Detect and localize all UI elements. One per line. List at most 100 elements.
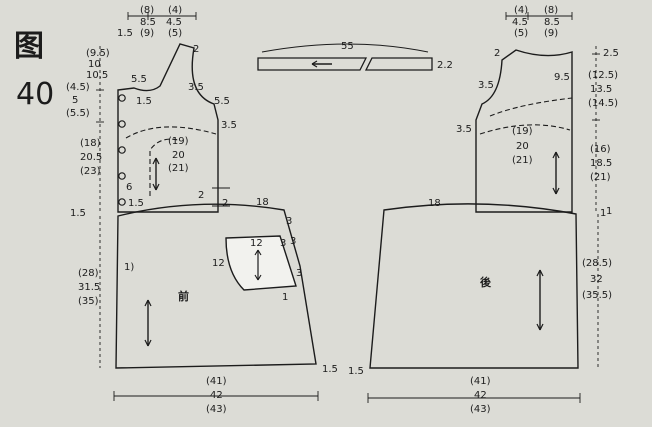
front-armhole-seg: 3.5 <box>188 82 204 93</box>
back-h-low-2: 18.5 <box>590 158 612 169</box>
strap-left-part <box>257 57 368 71</box>
back-shoulder-rise: 2 <box>494 48 500 59</box>
back-h-low-3: (21) <box>590 172 611 183</box>
button-3 <box>118 146 126 154</box>
front-button-offset: 1.5 <box>136 96 152 107</box>
back-inner-w2: 20 <box>516 141 529 152</box>
button-4 <box>118 172 126 180</box>
back-skirt-bottom-offset: 1.5 <box>348 366 364 377</box>
front-skirt-w1: (41) <box>206 376 227 387</box>
pocket-width: 12 <box>250 238 263 249</box>
front-waist-step2: 2 <box>222 198 228 209</box>
front-waist-step: 2 <box>198 190 204 201</box>
front-h-low-1: (18) <box>80 138 101 149</box>
back-skirt-h2: 32 <box>590 274 603 285</box>
pocket-bottom: 1 <box>282 292 288 303</box>
back-top-w6: (9) <box>544 28 558 39</box>
back-skirt <box>367 203 599 403</box>
front-hem-rise: 18 <box>256 197 269 208</box>
front-skirt-label: 前 <box>178 289 189 303</box>
back-top-w4: (8) <box>544 5 558 16</box>
front-skirt-left-offset: 1.5 <box>70 208 86 219</box>
front-inner-w1: (19) <box>168 136 189 147</box>
back-h-top-3: (14.5) <box>588 98 618 109</box>
front-skirt-w3: (43) <box>206 404 227 415</box>
front-top-w6: (5) <box>168 28 182 39</box>
front-side-seg: 3.5 <box>221 120 237 131</box>
front-top-w1: (8) <box>140 5 154 16</box>
front-h-top-1: (9.5) <box>86 48 110 59</box>
front-corner-seg: 3 <box>286 216 292 227</box>
front-left-offset: 1.5 <box>117 28 133 39</box>
back-skirt-outline <box>369 203 579 369</box>
back-top-w1: (4) <box>514 5 528 16</box>
back-skirt-right-offset: 1 <box>606 206 612 217</box>
front-corner-seg2: 3 <box>290 236 296 247</box>
front-h-low-2: 20.5 <box>80 152 102 163</box>
back-inner-w3: (21) <box>512 155 533 166</box>
back-top-w2: 4.5 <box>512 17 528 28</box>
button-1 <box>118 94 126 102</box>
back-skirt-w3: (43) <box>470 404 491 415</box>
strap-width: 2.2 <box>437 60 453 71</box>
back-right-step: 2.5 <box>603 48 619 59</box>
back-skirt-w2: 42 <box>474 390 487 401</box>
button-2 <box>118 120 126 128</box>
front-side-label: 1) <box>124 262 134 273</box>
front-bodice <box>96 12 230 213</box>
front-h-mid-3: (5.5) <box>66 108 90 119</box>
back-inner-w1: (19) <box>512 126 533 137</box>
back-waist-step: 1 <box>600 208 606 219</box>
front-bodice-outline <box>117 43 219 213</box>
back-top-w5: 8.5 <box>544 17 560 28</box>
back-hem-rise: 18 <box>428 198 441 209</box>
back-bodice <box>475 12 600 213</box>
back-h-top-2: 13.5 <box>590 84 612 95</box>
front-dart-depth: 6 <box>126 182 132 193</box>
front-top-w2: 8.5 <box>140 17 156 28</box>
back-skirt-label: 後 <box>480 275 492 289</box>
strap-length: 55 <box>341 41 354 52</box>
strap-dim-arc <box>261 43 429 53</box>
back-bodice-outline <box>475 49 573 213</box>
front-top-w5: 4.5 <box>166 17 182 28</box>
back-top-w3: (5) <box>514 28 528 39</box>
back-skirt-w1: (41) <box>470 376 491 387</box>
front-skirt-h2: 31.5 <box>78 282 100 293</box>
front-skirt-h3: (35) <box>78 296 99 307</box>
pocket-height: 12 <box>212 258 225 269</box>
back-armhole-seg: 3.5 <box>478 80 494 91</box>
front-top-w4: (4) <box>168 5 182 16</box>
back-neck-right: 9.5 <box>554 72 570 83</box>
front-armhole-seg2: 5.5 <box>214 96 230 107</box>
strap-piece <box>257 43 433 71</box>
back-skirt-h1: (28.5) <box>582 258 612 269</box>
front-pocket <box>225 235 297 291</box>
front-skirt-w2: 42 <box>210 390 223 401</box>
front-h-top-2: 10 <box>88 59 101 70</box>
front-skirt-bottom-offset: 1.5 <box>322 364 338 375</box>
back-side-seg: 3.5 <box>456 124 472 135</box>
front-top-w3: (9) <box>140 28 154 39</box>
figure-label: 图 <box>14 29 44 64</box>
front-inner-w2: 20 <box>172 150 185 161</box>
back-h-low-1: (16) <box>590 144 611 155</box>
front-shoulder-rise: 2 <box>193 44 199 55</box>
pocket-seg2: 3 <box>296 268 302 279</box>
front-skirt-h1: (28) <box>78 268 99 279</box>
button-5 <box>118 198 126 206</box>
front-inner-w3: (21) <box>168 163 189 174</box>
front-h-top-3: 10.5 <box>86 70 108 81</box>
front-neck-left: 5.5 <box>131 74 147 85</box>
strap-right-part <box>364 57 433 71</box>
front-skirt <box>99 203 319 401</box>
front-h-mid-2: 5 <box>72 95 78 106</box>
front-h-low-3: (23) <box>80 166 101 177</box>
front-bottom-offset: 1.5 <box>128 198 144 209</box>
figure-number: 40 <box>16 77 54 112</box>
front-skirt-outline <box>115 203 317 369</box>
pocket-seg: 3 <box>280 238 286 249</box>
back-h-top-1: (12.5) <box>588 70 618 81</box>
